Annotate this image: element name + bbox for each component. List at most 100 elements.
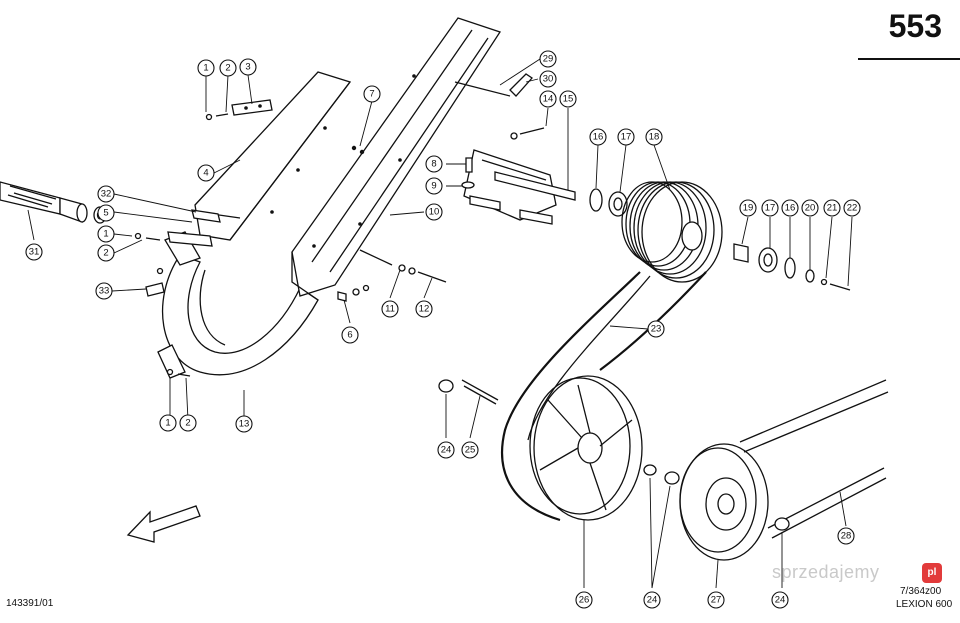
callout-labels: 1 2 3 4 32 5 1 2 31 33 1 2 13 7 8 9 10 1… (25, 50, 861, 609)
callout-10: 10 (425, 203, 443, 221)
svg-text:7: 7 (369, 89, 374, 100)
callout-16: 16 (589, 128, 607, 146)
svg-text:20: 20 (805, 203, 816, 214)
callout-1: 1 (197, 59, 215, 77)
bolt-set (337, 249, 447, 302)
callout-28: 28 (837, 527, 855, 545)
svg-text:9: 9 (431, 181, 436, 192)
svg-text:4: 4 (203, 168, 208, 179)
leader-lines (27, 58, 853, 589)
top-bracket-hardware (205, 113, 365, 155)
svg-text:1: 1 (165, 418, 170, 429)
callout-20: 20 (801, 199, 819, 217)
watermark-text: sprzedajemy (772, 562, 880, 582)
svg-text:2: 2 (103, 248, 108, 259)
svg-text:3: 3 (245, 62, 250, 73)
svg-text:10: 10 (429, 207, 440, 218)
svg-text:16: 16 (785, 203, 796, 214)
svg-text:5: 5 (103, 208, 108, 219)
callout-19: 19 (739, 199, 757, 217)
callout-32: 32 (97, 185, 115, 203)
callout-9: 9 (425, 177, 443, 195)
svg-text:13: 13 (239, 419, 250, 430)
watermark-badge: pl (922, 563, 942, 583)
bearing-set-left (589, 188, 628, 217)
svg-text:8: 8 (431, 159, 436, 170)
svg-text:15: 15 (563, 94, 574, 105)
svg-text:19: 19 (743, 203, 754, 214)
callout-24-a: 24 (437, 441, 455, 459)
svg-text:29: 29 (543, 54, 554, 65)
large-pulley (529, 375, 643, 521)
svg-text:12: 12 (419, 304, 430, 315)
callout-5: 5 (97, 204, 115, 222)
svg-text:11: 11 (385, 304, 395, 315)
callout-30: 30 (539, 70, 557, 88)
lower-pulley (679, 443, 769, 561)
svg-text:14: 14 (543, 94, 554, 105)
drawing-number: 143391/01 (6, 598, 54, 609)
svg-text:2: 2 (185, 418, 190, 429)
svg-text:1: 1 (103, 229, 108, 240)
callout-33: 33 (95, 282, 113, 300)
svg-text:17: 17 (621, 132, 632, 143)
page-number: 553 (888, 8, 942, 44)
bushings-and-pin (438, 379, 790, 531)
svg-text:22: 22 (847, 203, 858, 214)
callout-29: 29 (539, 50, 557, 68)
callout-7: 7 (363, 85, 381, 103)
svg-text:24: 24 (775, 595, 786, 606)
callout-22: 22 (843, 199, 861, 217)
svg-text:28: 28 (841, 531, 852, 542)
callout-2-mid: 2 (97, 244, 115, 262)
guard-panel (194, 71, 352, 241)
svg-text:18: 18 (649, 132, 660, 143)
callout-16-right: 16 (781, 199, 799, 217)
callout-14: 14 (539, 90, 557, 108)
svg-text:24: 24 (441, 445, 452, 456)
svg-text:1: 1 (203, 63, 208, 74)
callout-1-low: 1 (159, 414, 177, 432)
callout-21: 21 (823, 199, 841, 217)
multi-groove-pulley (621, 181, 723, 283)
page-number-rule (858, 58, 960, 60)
model-label: LEXION 600 (896, 599, 953, 610)
svg-text:30: 30 (543, 74, 554, 85)
callout-26: 26 (575, 591, 593, 609)
svg-text:27: 27 (711, 595, 722, 606)
svg-text:6: 6 (347, 330, 352, 341)
mounting-bracket (134, 209, 221, 377)
direction-arrow-icon (126, 505, 201, 543)
callout-17-right: 17 (761, 199, 779, 217)
drive-shaft (0, 181, 107, 224)
callout-15: 15 (559, 90, 577, 108)
idler-shaft-bracket (454, 73, 576, 225)
callout-4: 4 (197, 164, 215, 182)
svg-text:24: 24 (647, 595, 658, 606)
figure-reference: 7/364z00 (900, 586, 942, 597)
callout-24-c: 24 (771, 591, 789, 609)
svg-text:31: 31 (29, 247, 40, 258)
callout-1-mid: 1 (97, 225, 115, 243)
svg-text:21: 21 (827, 203, 838, 214)
callout-18: 18 (645, 128, 663, 146)
callout-2-low: 2 (179, 414, 197, 432)
callout-17: 17 (617, 128, 635, 146)
callout-8: 8 (425, 155, 443, 173)
flat-belt (739, 379, 889, 539)
bearing-set-right (733, 243, 851, 291)
svg-text:26: 26 (579, 595, 590, 606)
callout-11: 11 (381, 300, 399, 318)
svg-text:23: 23 (651, 324, 662, 335)
v-belt (501, 271, 707, 522)
callout-27: 27 (707, 591, 725, 609)
svg-text:32: 32 (101, 189, 112, 200)
svg-text:2: 2 (225, 63, 230, 74)
callout-24-b: 24 (643, 591, 661, 609)
callout-2: 2 (219, 59, 237, 77)
callout-6: 6 (341, 326, 359, 344)
callout-12: 12 (415, 300, 433, 318)
svg-text:33: 33 (99, 286, 110, 297)
